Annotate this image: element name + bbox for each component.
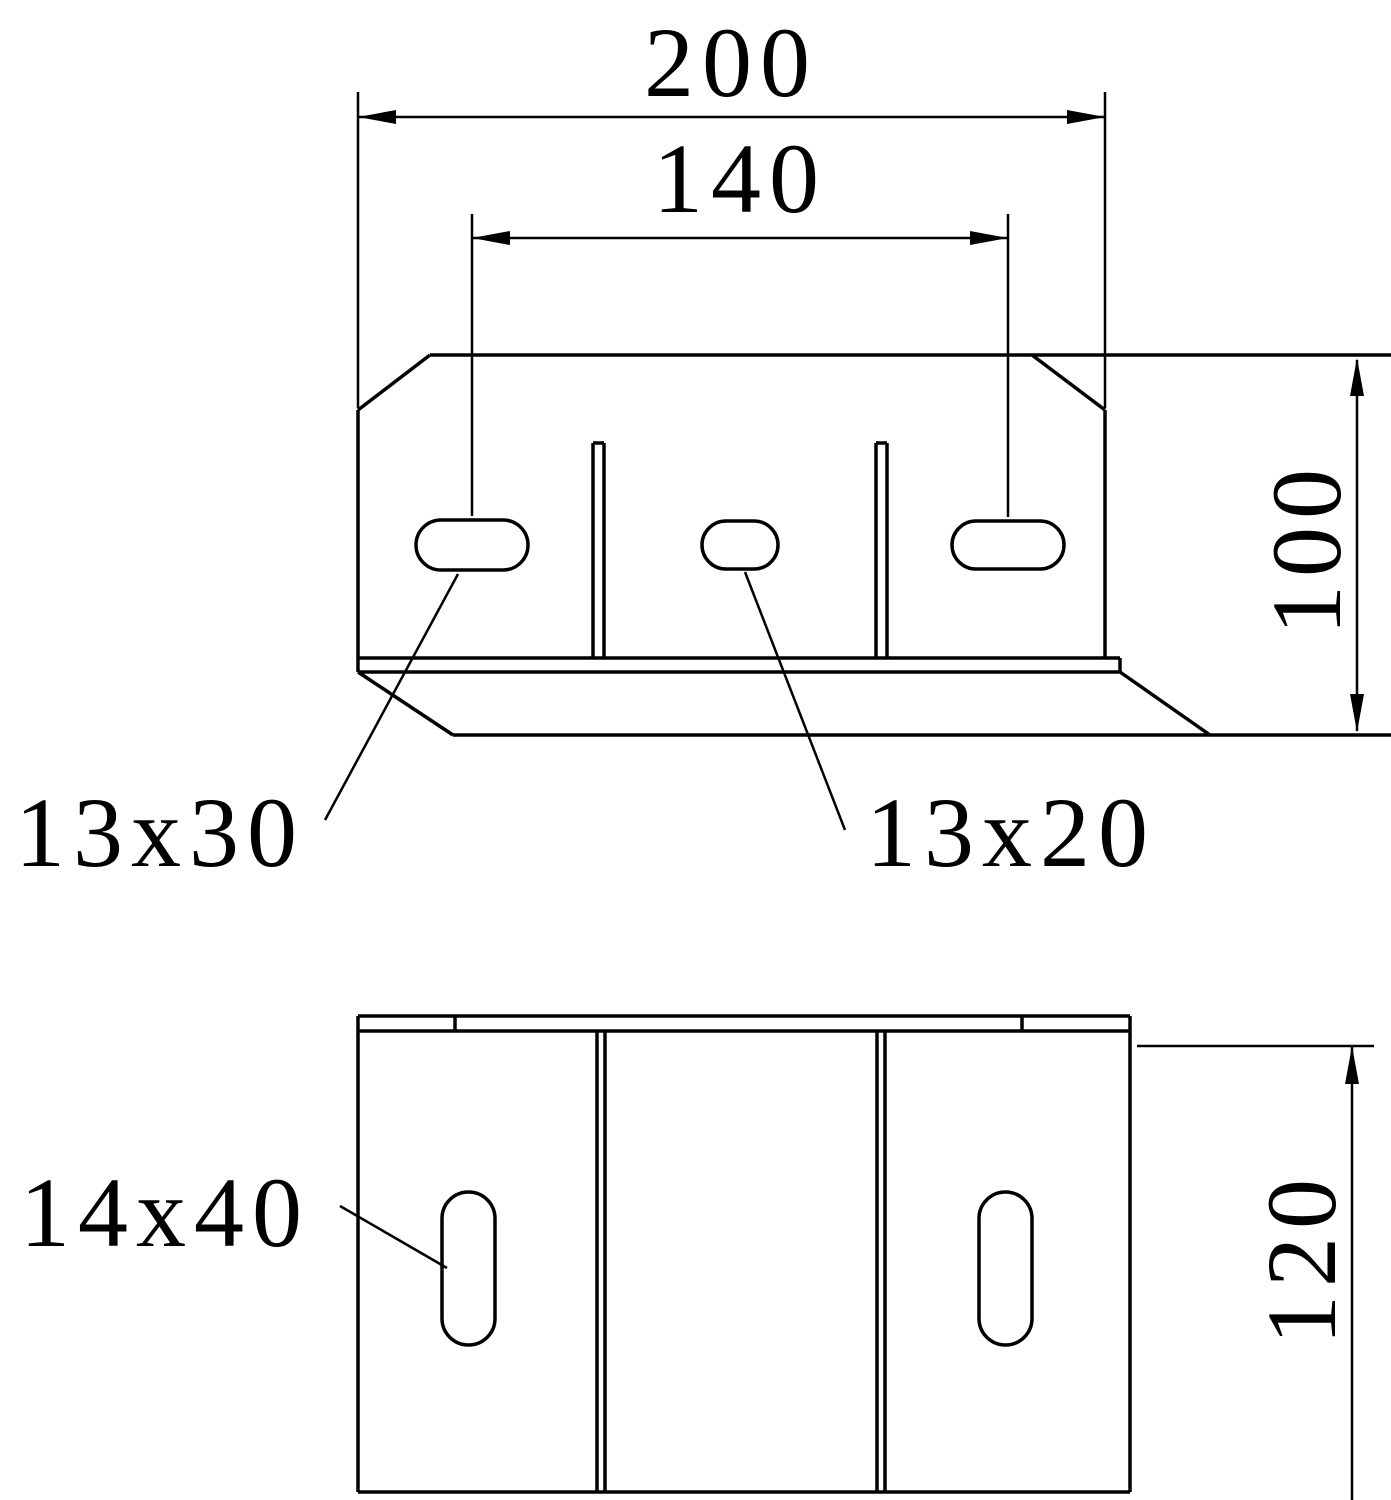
slot-outer-left-13x30 (414, 518, 530, 572)
top-view (356, 353, 1391, 737)
dim-100-arrow-bottom (1350, 694, 1364, 732)
dim-200-arrow-right (1067, 110, 1105, 124)
label-13x20-text: 13x20 (866, 777, 1156, 888)
leader-13x30 (323, 573, 460, 821)
tab-left (591, 441, 606, 657)
leader-14x40 (339, 1204, 448, 1270)
dim-200-label: 200 (644, 7, 818, 118)
dimension-overall-width: 200 (356, 7, 1107, 408)
dimension-height: 120 (1137, 1044, 1374, 1500)
dim-100-arrow-top (1350, 358, 1364, 396)
label-13x30-text: 13x30 (15, 777, 305, 888)
front-slot-right-14x40 (977, 1190, 1034, 1347)
dim-100-label: 100 (1251, 461, 1362, 635)
front-tab-left (595, 1031, 607, 1492)
dim-140-arrow-left (472, 231, 510, 245)
dimension-depth: 100 (1251, 358, 1364, 732)
front-view (356, 1014, 1132, 1494)
slot-outer-right-13x30 (950, 519, 1066, 571)
top-view-outline (356, 353, 1391, 737)
front-tab-right (875, 1031, 887, 1492)
label-outer-slot: 13x30 (15, 573, 460, 888)
dim-120-arrow-top (1345, 1046, 1359, 1084)
tab-right (874, 441, 889, 657)
slot-center-13x20 (700, 519, 780, 571)
front-slot-left-14x40 (440, 1190, 497, 1347)
leader-13x20 (743, 571, 847, 831)
front-view-outline (356, 1014, 1132, 1494)
label-14x40-text: 14x40 (20, 1157, 310, 1268)
dim-140-label: 140 (653, 123, 827, 234)
label-front-slot: 14x40 (20, 1157, 448, 1270)
dim-200-extension-lines (356, 92, 1107, 408)
dim-140-arrow-right (970, 231, 1008, 245)
dimension-slot-spacing: 140 (470, 123, 1010, 517)
label-center-slot: 13x20 (743, 571, 1156, 888)
dim-200-arrow-left (358, 110, 396, 124)
dim-140-extension-lines (470, 214, 1010, 517)
dim-120-label: 120 (1246, 1171, 1357, 1345)
